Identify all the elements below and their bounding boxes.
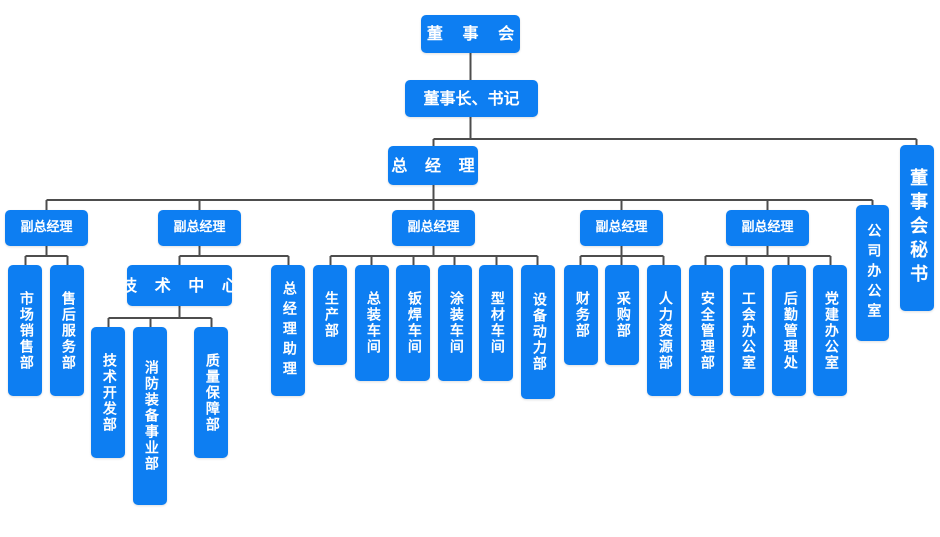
node-equipment-power-dept[interactable]: 设备动力部 bbox=[521, 265, 555, 399]
node-painting-workshop[interactable]: 涂装车间 bbox=[438, 265, 472, 381]
node-vice-general-manager-2[interactable]: 副总经理 bbox=[158, 210, 241, 246]
node-after-sales-service-dept[interactable]: 售后服务部 bbox=[50, 265, 84, 396]
node-party-building-office[interactable]: 党建办公室 bbox=[813, 265, 847, 396]
node-final-assembly-workshop[interactable]: 总装车间 bbox=[355, 265, 389, 381]
node-procurement-dept[interactable]: 采购部 bbox=[605, 265, 639, 365]
node-vice-general-manager-1[interactable]: 副总经理 bbox=[5, 210, 88, 246]
node-quality-assurance-dept[interactable]: 质量保障部 bbox=[194, 327, 228, 458]
node-technology-development-dept[interactable]: 技术开发部 bbox=[91, 327, 125, 458]
node-chairman-party-secretary[interactable]: 董事长、书记 bbox=[405, 80, 538, 117]
node-fire-equipment-division[interactable]: 消防装备事业部 bbox=[133, 327, 167, 505]
node-production-dept[interactable]: 生产部 bbox=[313, 265, 347, 365]
node-board-of-directors[interactable]: 董 事 会 bbox=[421, 15, 520, 53]
node-vice-general-manager-4[interactable]: 副总经理 bbox=[580, 210, 663, 246]
node-trade-union-office[interactable]: 工会办公室 bbox=[730, 265, 764, 396]
node-human-resources-dept[interactable]: 人力资源部 bbox=[647, 265, 681, 396]
node-vice-general-manager-5[interactable]: 副总经理 bbox=[726, 210, 809, 246]
node-technology-center[interactable]: 技 术 中 心 bbox=[121, 265, 238, 306]
node-gm-assistant[interactable]: 总经理助理 bbox=[271, 265, 305, 396]
node-vice-general-manager-3[interactable]: 副总经理 bbox=[392, 210, 475, 246]
node-logistics-management-office[interactable]: 后勤管理处 bbox=[772, 265, 806, 396]
node-profile-workshop[interactable]: 型材车间 bbox=[479, 265, 513, 381]
node-market-sales-dept[interactable]: 市场销售部 bbox=[8, 265, 42, 396]
node-sheet-metal-welding-workshop[interactable]: 钣焊车间 bbox=[396, 265, 430, 381]
node-board-secretary[interactable]: 董事会秘书 bbox=[900, 145, 934, 311]
node-safety-management-dept[interactable]: 安全管理部 bbox=[689, 265, 723, 396]
node-finance-dept[interactable]: 财务部 bbox=[564, 265, 598, 365]
node-general-manager[interactable]: 总 经 理 bbox=[388, 146, 478, 185]
node-company-office[interactable]: 公司办公室 bbox=[856, 205, 889, 341]
